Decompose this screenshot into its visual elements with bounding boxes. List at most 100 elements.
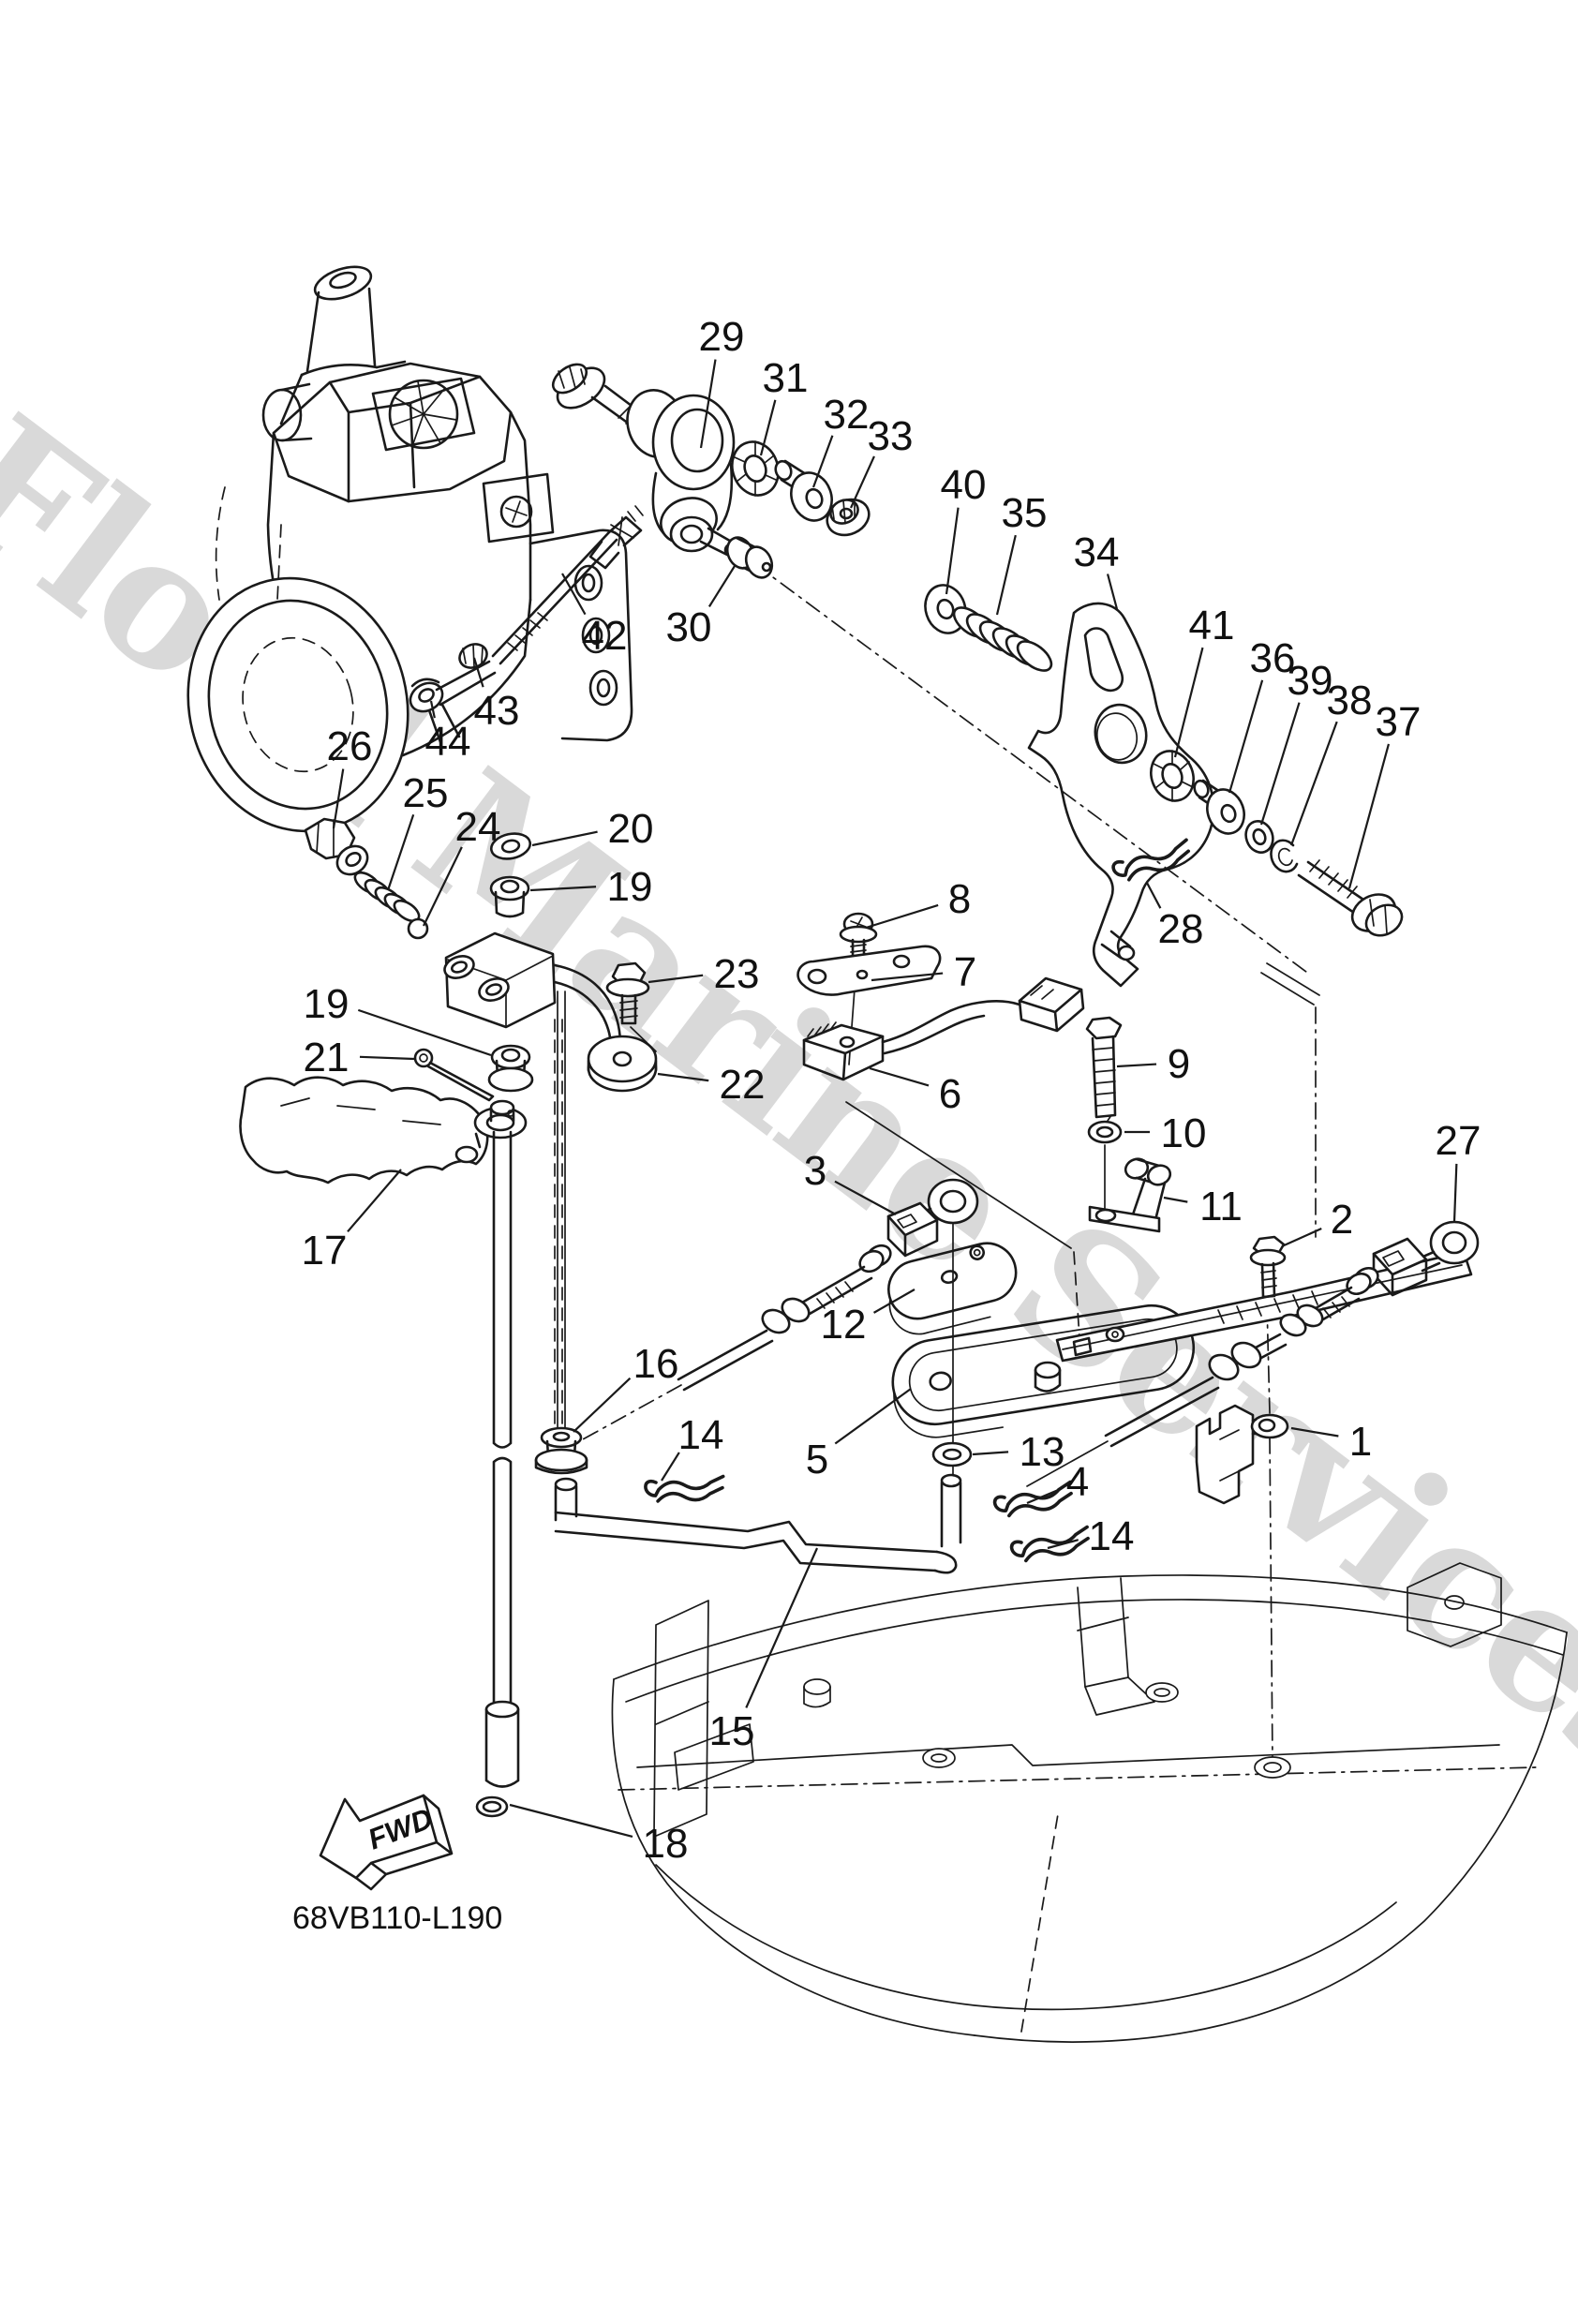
part-7-plate: [796, 945, 942, 996]
part-27-cable-joint: [1026, 1220, 1480, 1487]
leader-line-42: [561, 573, 587, 616]
part-32-shoulder-bolt: [774, 459, 833, 522]
callout-30: 30: [666, 604, 712, 650]
part-9-bolt: [1085, 1016, 1123, 1119]
leader-line-37: [1347, 743, 1391, 889]
part-12-cam-block: [887, 1242, 1018, 1335]
leader-line-9: [1116, 1063, 1157, 1068]
callout-28: 28: [1158, 906, 1204, 952]
leader-line-28: [1146, 882, 1162, 909]
callout-14: 14: [1089, 1513, 1135, 1559]
part-33-flange-nut: [826, 498, 871, 537]
callout-7: 7: [954, 949, 976, 995]
part-39-washer: [1244, 820, 1274, 854]
part-18-o-ring: [475, 1795, 509, 1818]
part-14-clip-left: [643, 1471, 727, 1507]
callout-36: 36: [1250, 635, 1296, 681]
callout-20: 20: [608, 806, 654, 852]
part-2-bolt: [1249, 1235, 1287, 1299]
leader-line-6: [869, 1066, 930, 1087]
leader-line-33: [849, 455, 875, 509]
part-13-washer: [931, 1441, 973, 1467]
callout-17: 17: [302, 1228, 348, 1274]
callout-13: 13: [1020, 1429, 1065, 1475]
callout-26: 26: [327, 723, 373, 769]
callout-10: 10: [1161, 1110, 1207, 1156]
pivot-shaft: [484, 1099, 520, 1788]
callout-18: 18: [643, 1821, 689, 1867]
leader-line-16: [573, 1377, 632, 1433]
leader-line-40: [945, 507, 960, 595]
part-35-spring: [952, 606, 1053, 672]
leader-line-22: [657, 1072, 709, 1082]
part-14-clip-right: [1008, 1522, 1094, 1568]
part-19-bushing-upper: [489, 875, 530, 918]
leader-line-27: [1452, 1163, 1458, 1223]
leader-line-7: [871, 972, 944, 982]
part-24-ball: [407, 917, 429, 940]
leader-line-30: [707, 565, 736, 607]
leader-line-18: [509, 1803, 633, 1838]
construction-lines: [554, 563, 1320, 1761]
leader-line-11: [1163, 1196, 1188, 1203]
callout-39: 39: [1288, 658, 1333, 704]
callout-16: 16: [633, 1341, 679, 1387]
leader-line-19: [529, 886, 597, 892]
part-38-c-washer: [1270, 839, 1299, 873]
leader-line-8: [865, 903, 939, 930]
part-34-throttle-cam: [1027, 602, 1215, 988]
leader-line-1: [1290, 1426, 1339, 1438]
callout-34: 34: [1074, 529, 1120, 575]
leader-line-13: [972, 1451, 1009, 1456]
callout-19: 19: [607, 864, 653, 910]
callout-4: 4: [1066, 1459, 1089, 1505]
leader-line-31: [759, 399, 777, 456]
leader-line-25: [386, 813, 415, 891]
callout-27: 27: [1436, 1118, 1481, 1164]
leader-line-12: [872, 1289, 916, 1314]
callout-44: 44: [425, 719, 471, 765]
part-36-shoulder-bolt: [1193, 779, 1245, 835]
leader-line-3: [834, 1180, 897, 1215]
part-37-bolt: [1297, 859, 1404, 937]
callout-33: 33: [868, 413, 914, 459]
part-28-clip: [1109, 835, 1196, 888]
callout-21: 21: [304, 1035, 350, 1080]
part-8-screw: [839, 912, 878, 963]
leader-line-36: [1228, 679, 1264, 794]
leader-line-20: [531, 830, 598, 847]
leader-line-38: [1289, 721, 1338, 846]
callout-1: 1: [1349, 1419, 1372, 1465]
part-23-bolt: [605, 961, 650, 1025]
leader-line-39: [1259, 702, 1301, 826]
callout-37: 37: [1376, 699, 1422, 745]
part-41-star-washer: [1150, 750, 1195, 802]
leader-line-2: [1281, 1228, 1322, 1248]
callout-6: 6: [939, 1071, 961, 1117]
part-20-washer: [489, 832, 532, 860]
leader-line-15: [745, 1547, 819, 1708]
leader-line-35: [995, 534, 1017, 616]
leader-line-21: [359, 1055, 415, 1061]
leader-line-34: [1106, 574, 1119, 610]
callout-19: 19: [304, 981, 350, 1027]
leader-line-32: [811, 435, 834, 488]
leader-line-14: [661, 1452, 680, 1482]
callout-8: 8: [948, 876, 971, 922]
callout-12: 12: [821, 1302, 867, 1348]
leader-line-29: [699, 359, 717, 449]
part-17-bracket: [239, 1076, 528, 1184]
part-19-bushing-lower: [487, 1044, 534, 1093]
callout-9: 9: [1168, 1041, 1190, 1087]
callout-29: 29: [699, 314, 745, 360]
callout-35: 35: [1002, 490, 1048, 536]
part-26-cap-nut: [304, 817, 369, 876]
callout-31: 31: [763, 355, 809, 401]
callout-40: 40: [941, 462, 987, 508]
sensor-connector: [1018, 976, 1083, 1014]
part-30-bushing: [725, 536, 774, 579]
quadrant-bar: [1034, 1250, 1473, 1393]
part-code: 68VB110-L190: [292, 1900, 502, 1936]
